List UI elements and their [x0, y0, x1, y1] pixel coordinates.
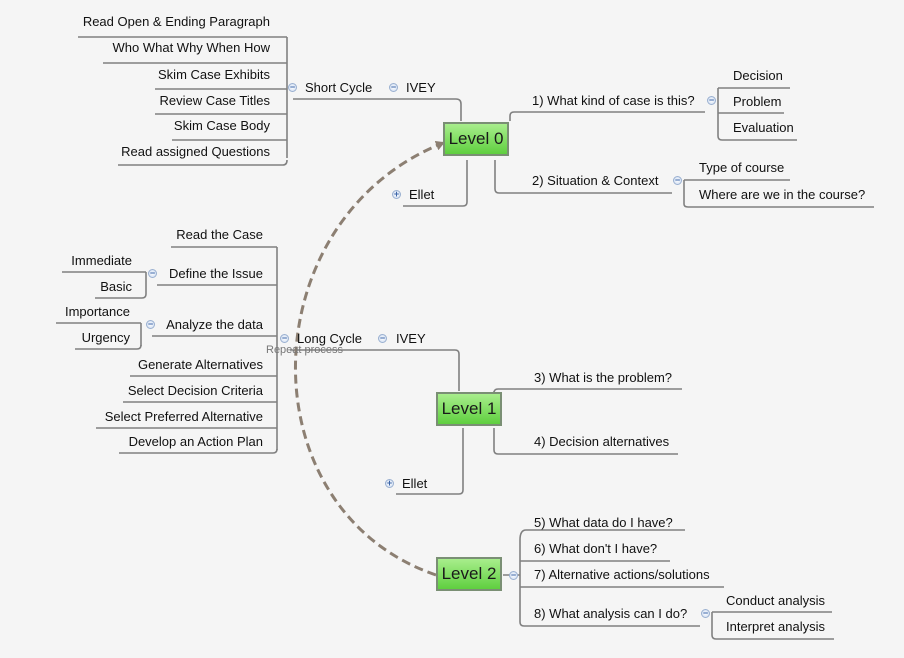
topic-short-item[interactable]: Review Case Titles — [159, 93, 270, 108]
topic-ivey-1[interactable]: IVEY — [396, 331, 426, 346]
topic-short-item[interactable]: Read assigned Questions — [121, 144, 270, 159]
topic-ivey-0[interactable]: IVEY — [406, 80, 436, 95]
level-2-node[interactable]: Level 2 — [436, 557, 502, 591]
collapse-icon[interactable]: − — [673, 175, 682, 185]
topic-q2-item[interactable]: Where are we in the course? — [699, 187, 866, 202]
collapse-icon[interactable]: − — [280, 333, 289, 343]
topic-long-item[interactable]: Generate Alternatives — [137, 357, 263, 372]
topic-analyze[interactable]: Analyze the data — [166, 317, 263, 332]
topic-define-item[interactable]: Immediate — [71, 253, 132, 268]
collapse-icon[interactable]: − — [288, 82, 297, 92]
topic-q5[interactable]: 5) What data do I have? — [534, 515, 673, 530]
level-1-node[interactable]: Level 1 — [436, 392, 502, 426]
topic-short-item[interactable]: Skim Case Exhibits — [158, 67, 270, 82]
collapse-icon[interactable]: − — [378, 333, 387, 343]
topic-short-cycle[interactable]: Short Cycle — [305, 80, 373, 95]
expand-icon[interactable]: + — [392, 189, 401, 199]
topic-q2-item[interactable]: Type of course — [699, 160, 785, 175]
topic-short-item[interactable]: Read Open & Ending Paragraph — [82, 14, 270, 29]
topic-q2[interactable]: 2) Situation & Context — [532, 173, 659, 188]
collapse-icon[interactable]: − — [701, 608, 710, 618]
topic-q8-item[interactable]: Conduct analysis — [726, 593, 825, 608]
collapse-icon[interactable]: − — [707, 95, 716, 105]
topic-long-cycle[interactable]: Long Cycle — [297, 331, 363, 346]
collapse-icon[interactable]: − — [389, 82, 398, 92]
collapse-icon[interactable]: − — [509, 570, 518, 580]
topic-define-issue[interactable]: Define the Issue — [169, 266, 263, 281]
topic-long-item[interactable]: Read the Case — [176, 227, 263, 242]
topic-long-item[interactable]: Select Preferred Alternative — [104, 409, 263, 424]
topic-ellet-0[interactable]: Ellet — [409, 187, 435, 202]
relationship-label[interactable]: Repeat process — [266, 344, 344, 356]
topic-q6[interactable]: 6) What don't I have? — [534, 541, 658, 556]
collapse-icon[interactable]: − — [146, 319, 155, 329]
topic-short-item[interactable]: Who What Why When How — [112, 40, 271, 55]
topic-analyze-item[interactable]: Importance — [64, 304, 130, 319]
topic-ellet-1[interactable]: Ellet — [402, 476, 428, 491]
topic-q7[interactable]: 7) Alternative actions/solutions — [534, 567, 710, 582]
topic-q1[interactable]: 1) What kind of case is this? — [532, 93, 695, 108]
topic-q1-item[interactable]: Problem — [733, 94, 782, 109]
topic-define-item[interactable]: Basic — [100, 279, 132, 294]
collapse-icon[interactable]: − — [148, 268, 157, 278]
topic-q4[interactable]: 4) Decision alternatives — [534, 434, 670, 449]
topic-analyze-item[interactable]: Urgency — [81, 330, 130, 345]
topic-short-item[interactable]: Skim Case Body — [173, 118, 270, 133]
topic-q1-item[interactable]: Decision — [733, 68, 783, 83]
topic-q3[interactable]: 3) What is the problem? — [534, 370, 673, 385]
topic-long-item[interactable]: Develop an Action Plan — [128, 434, 263, 449]
expand-icon[interactable]: + — [385, 478, 394, 488]
topic-q8-item[interactable]: Interpret analysis — [726, 619, 825, 634]
topic-long-item[interactable]: Select Decision Criteria — [127, 383, 263, 398]
topic-q8[interactable]: 8) What analysis can I do? — [534, 606, 688, 621]
level-0-node[interactable]: Level 0 — [443, 122, 509, 156]
topic-q1-item[interactable]: Evaluation — [733, 120, 794, 135]
